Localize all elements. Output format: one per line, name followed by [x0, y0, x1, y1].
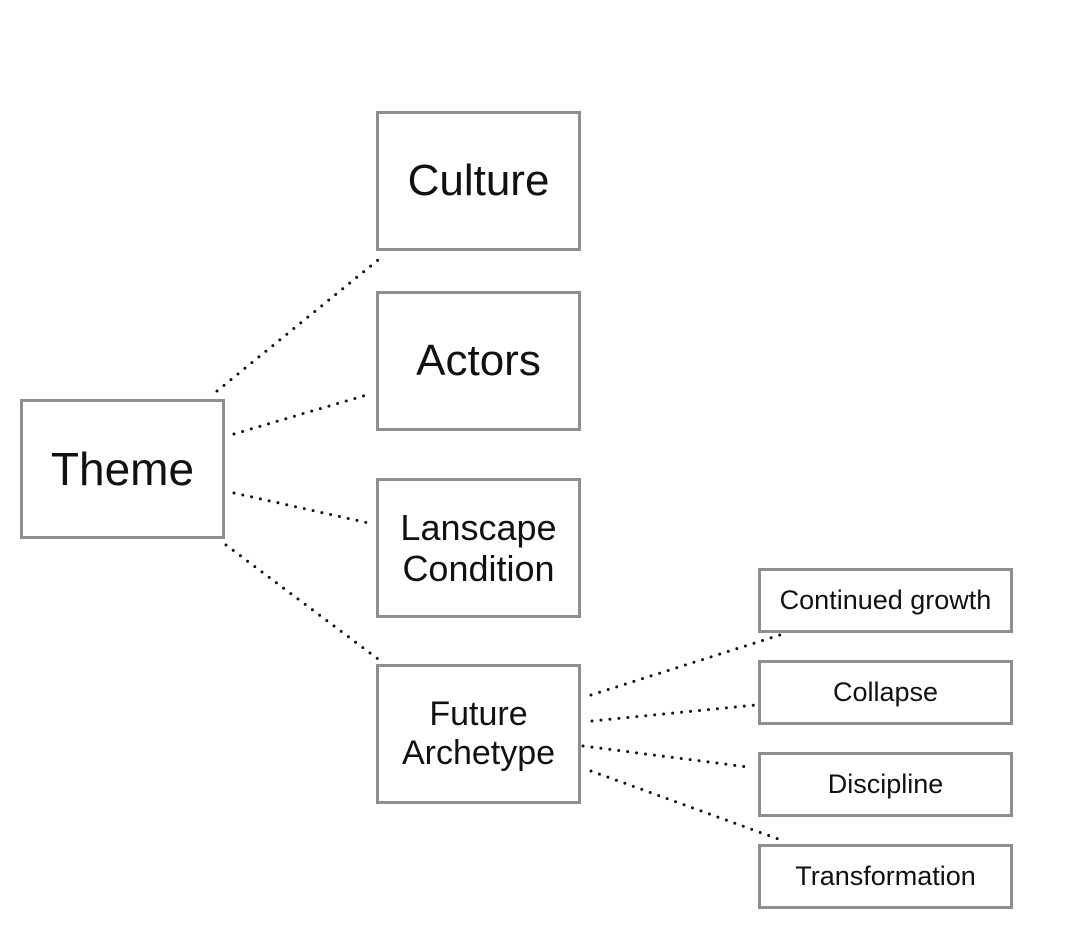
actors-box: Actors: [376, 291, 581, 431]
connector-future-collapse: [590, 703, 758, 723]
transformation-label: Transformation: [795, 860, 976, 891]
connector-theme-landscape: [232, 491, 375, 526]
theme-box: Theme: [20, 399, 225, 539]
continued-growth-label: Continued growth: [779, 584, 992, 615]
discipline-label: Discipline: [827, 768, 944, 799]
transformation-box: Transformation: [758, 844, 1013, 909]
actors-label: Actors: [416, 335, 541, 385]
collapse-box: Collapse: [758, 660, 1013, 725]
collapse-label: Collapse: [832, 676, 939, 707]
future-archetype-label: Future Archetype: [401, 694, 556, 772]
culture-label: Culture: [407, 155, 550, 205]
culture-box: Culture: [376, 111, 581, 251]
landscape-condition-label: Lanscape Condition: [400, 506, 557, 589]
connector-future-discipline: [581, 744, 750, 769]
continued-growth-box: Continued growth: [758, 568, 1013, 633]
landscape-condition-box: Lanscape Condition: [376, 478, 581, 618]
future-archetype-box: Future Archetype: [376, 664, 581, 804]
connector-future-growth: [589, 632, 785, 697]
theme-label: Theme: [50, 442, 195, 495]
discipline-box: Discipline: [758, 752, 1013, 817]
connector-theme-culture: [215, 254, 385, 393]
connector-theme-actors: [232, 392, 372, 436]
connector-future-transformation: [589, 769, 783, 842]
connector-theme-future: [224, 543, 380, 661]
